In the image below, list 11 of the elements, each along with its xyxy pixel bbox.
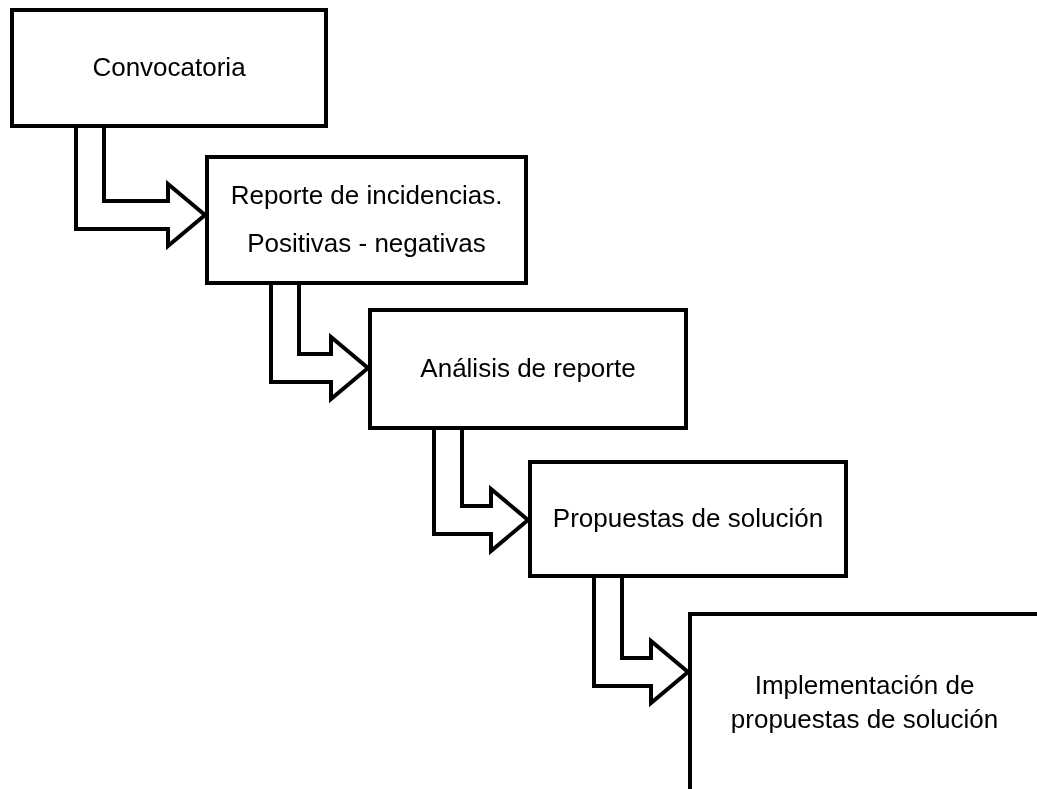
process-box	[688, 612, 1037, 789]
box-text: Propuestas de solución	[552, 502, 824, 536]
process-box	[205, 155, 528, 285]
box-text: Positivas - negativas	[247, 227, 486, 260]
box-text: Análisis de reporte	[420, 352, 636, 386]
process-box	[528, 460, 848, 578]
box-text: Reporte de incidencias.	[230, 179, 503, 213]
process-box	[368, 308, 688, 430]
process-box	[10, 8, 328, 128]
box-text: Convocatoria	[92, 51, 246, 85]
box-text: Implementación de propuestas de solución	[729, 668, 1000, 736]
